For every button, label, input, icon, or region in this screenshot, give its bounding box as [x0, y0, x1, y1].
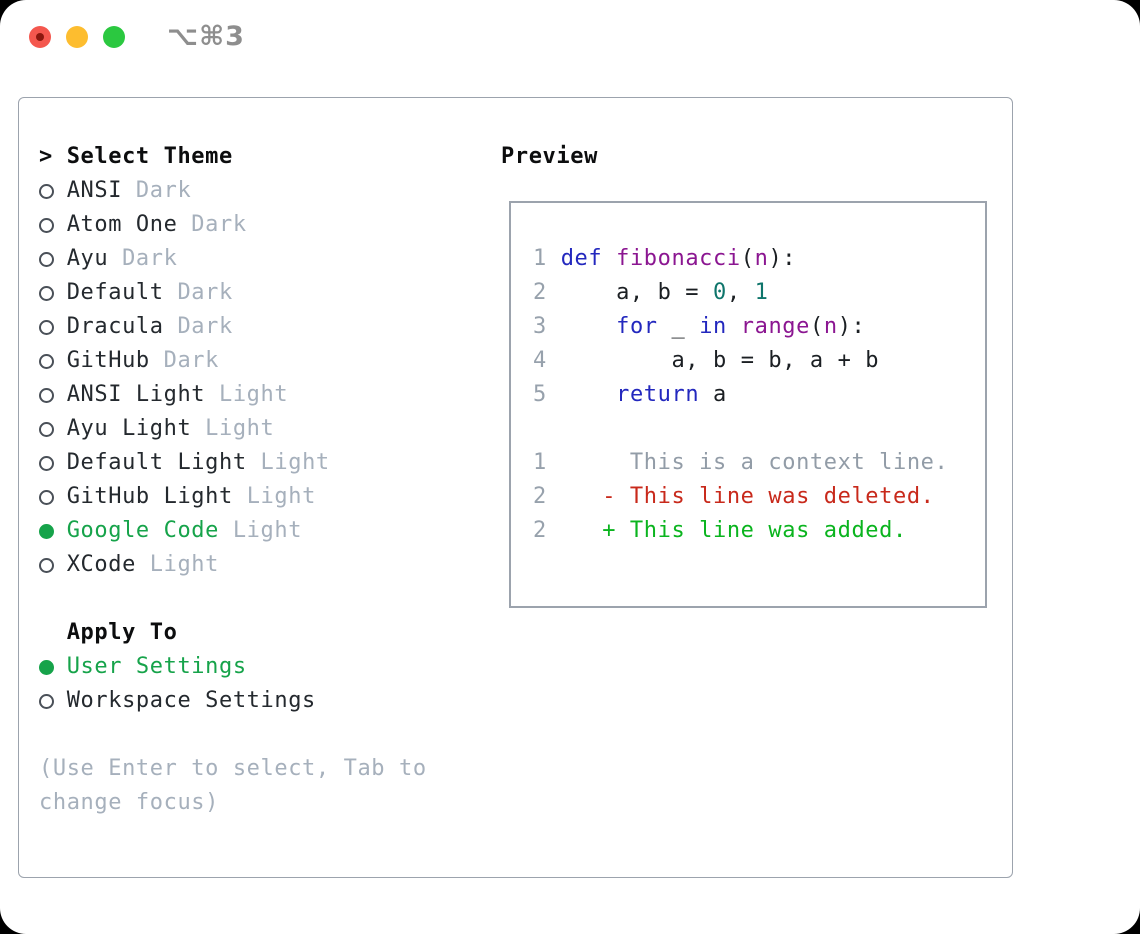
radio-icon — [39, 276, 67, 310]
radio-icon — [39, 174, 67, 208]
theme-option-label: Default — [66, 280, 164, 305]
preview-code-line: 5 return a — [533, 382, 727, 407]
radio-icon — [39, 242, 67, 276]
theme-option-xcode-light[interactable]: XCode Light — [39, 548, 427, 582]
theme-variant-label: Dark — [163, 348, 219, 373]
theme-option-github-dark[interactable]: GitHub Dark — [39, 344, 427, 378]
theme-variant-label: Light — [246, 484, 316, 509]
theme-option-label: Google Code — [66, 518, 219, 543]
radio-icon — [39, 480, 67, 514]
apply-to-header: Apply To — [39, 616, 427, 650]
preview-diff-line: 2 - This line was deleted. — [533, 480, 948, 514]
theme-option-label: Dracula — [66, 314, 164, 339]
preview-code-line: 3 for _ in range(n): — [533, 314, 866, 339]
theme-variant-label: Light — [218, 382, 289, 407]
theme-option-label: ANSI — [66, 178, 123, 203]
theme-option-label: ANSI Light — [66, 382, 206, 407]
theme-list-header: > Select Theme — [39, 140, 427, 174]
diff-text: This is a context line. — [602, 450, 949, 475]
preview-code-line: 1 def fibonacci(n): — [533, 246, 797, 271]
diff-text: + This line was added. — [602, 518, 907, 543]
theme-option-label: Ayu — [66, 246, 109, 271]
theme-option-ayu-dark[interactable]: Ayu Dark — [39, 242, 427, 276]
apply-option-label: User Settings — [66, 654, 247, 679]
theme-option-ansi-light-light[interactable]: ANSI Light Light — [39, 378, 427, 412]
line-number: 2 — [533, 280, 561, 305]
theme-option-ayu-light-light[interactable]: Ayu Light Light — [39, 412, 427, 446]
preview-blank-line — [533, 412, 948, 446]
theme-option-label: XCode — [66, 552, 136, 577]
theme-variant-label: Dark — [191, 212, 247, 237]
theme-option-dracula-dark[interactable]: Dracula Dark — [39, 310, 427, 344]
preview-diff-line: 2 + This line was added. — [533, 514, 948, 548]
theme-option-label: Default Light — [66, 450, 247, 475]
line-number: 2 — [533, 518, 603, 543]
keyboard-shortcut-label: ⌥⌘3 — [167, 21, 245, 52]
theme-option-github-light-light[interactable]: GitHub Light Light — [39, 480, 427, 514]
radio-icon — [39, 684, 67, 718]
help-text-line-2: change focus) — [39, 790, 219, 815]
diff-text: - This line was deleted. — [602, 484, 935, 509]
close-button[interactable] — [29, 26, 51, 48]
line-number: 2 — [533, 484, 603, 509]
line-number: 4 — [533, 348, 561, 373]
theme-option-label: GitHub — [66, 348, 150, 373]
preview-diff-line: 1 This is a context line. — [533, 446, 948, 480]
theme-option-ansi-dark[interactable]: ANSI Dark — [39, 174, 427, 208]
radio-icon — [39, 412, 67, 446]
theme-variant-label: Dark — [177, 314, 233, 339]
preview-code-line: 2 a, b = 0, 1 — [533, 280, 769, 305]
radio-selected-icon — [39, 514, 67, 548]
zoom-button[interactable] — [103, 26, 125, 48]
preview-code: 1 def fibonacci(n): 2 a, b = 0, 1 3 for _ … — [533, 242, 948, 548]
minimize-button[interactable] — [66, 26, 88, 48]
preview-box: 1 def fibonacci(n): 2 a, b = 0, 1 3 for _ … — [509, 201, 987, 608]
radio-icon — [39, 548, 67, 582]
radio-icon — [39, 344, 67, 378]
radio-icon — [39, 378, 67, 412]
theme-variant-label: Light — [232, 518, 303, 543]
theme-variant-label: Dark — [177, 280, 233, 305]
radio-icon — [39, 446, 67, 480]
theme-variant-label: Light — [260, 450, 330, 475]
theme-option-label: GitHub Light — [66, 484, 233, 509]
theme-variant-label: Light — [149, 552, 219, 577]
apply-to-title: Apply To — [66, 620, 178, 645]
close-button-dot — [36, 33, 44, 41]
line-number: 1 — [533, 450, 603, 475]
theme-variant-label: Light — [205, 416, 275, 441]
theme-option-label: Atom One — [66, 212, 178, 237]
theme-option-atom-one-dark[interactable]: Atom One Dark — [39, 208, 427, 242]
titlebar: ⌥⌘3 — [0, 0, 1140, 74]
apply-option-workspace-settings[interactable]: Workspace Settings — [39, 684, 427, 718]
line-number: 3 — [533, 314, 561, 339]
line-number: 1 — [533, 246, 561, 271]
theme-option-google-code-light[interactable]: Google Code Light — [39, 514, 427, 548]
theme-variant-label: Dark — [122, 246, 178, 271]
theme-option-label: Ayu Light — [66, 416, 192, 441]
radio-selected-icon — [39, 650, 67, 684]
apply-option-user-settings[interactable]: User Settings — [39, 650, 427, 684]
apply-option-label: Workspace Settings — [66, 688, 316, 713]
preview-title: Preview — [501, 144, 598, 169]
help-text-line-1: (Use Enter to select, Tab to — [39, 756, 427, 781]
preview-code-line: 4 a, b = b, a + b — [533, 348, 880, 373]
radio-icon — [39, 310, 67, 344]
theme-variant-label: Dark — [135, 178, 192, 203]
theme-option-default-dark[interactable]: Default Dark — [39, 276, 427, 310]
radio-icon — [39, 208, 67, 242]
theme-list-title: Select Theme — [66, 144, 233, 169]
theme-option-default-light-light[interactable]: Default Light Light — [39, 446, 427, 480]
line-number: 5 — [533, 382, 561, 407]
cursor-chevron-icon: > — [39, 144, 53, 169]
